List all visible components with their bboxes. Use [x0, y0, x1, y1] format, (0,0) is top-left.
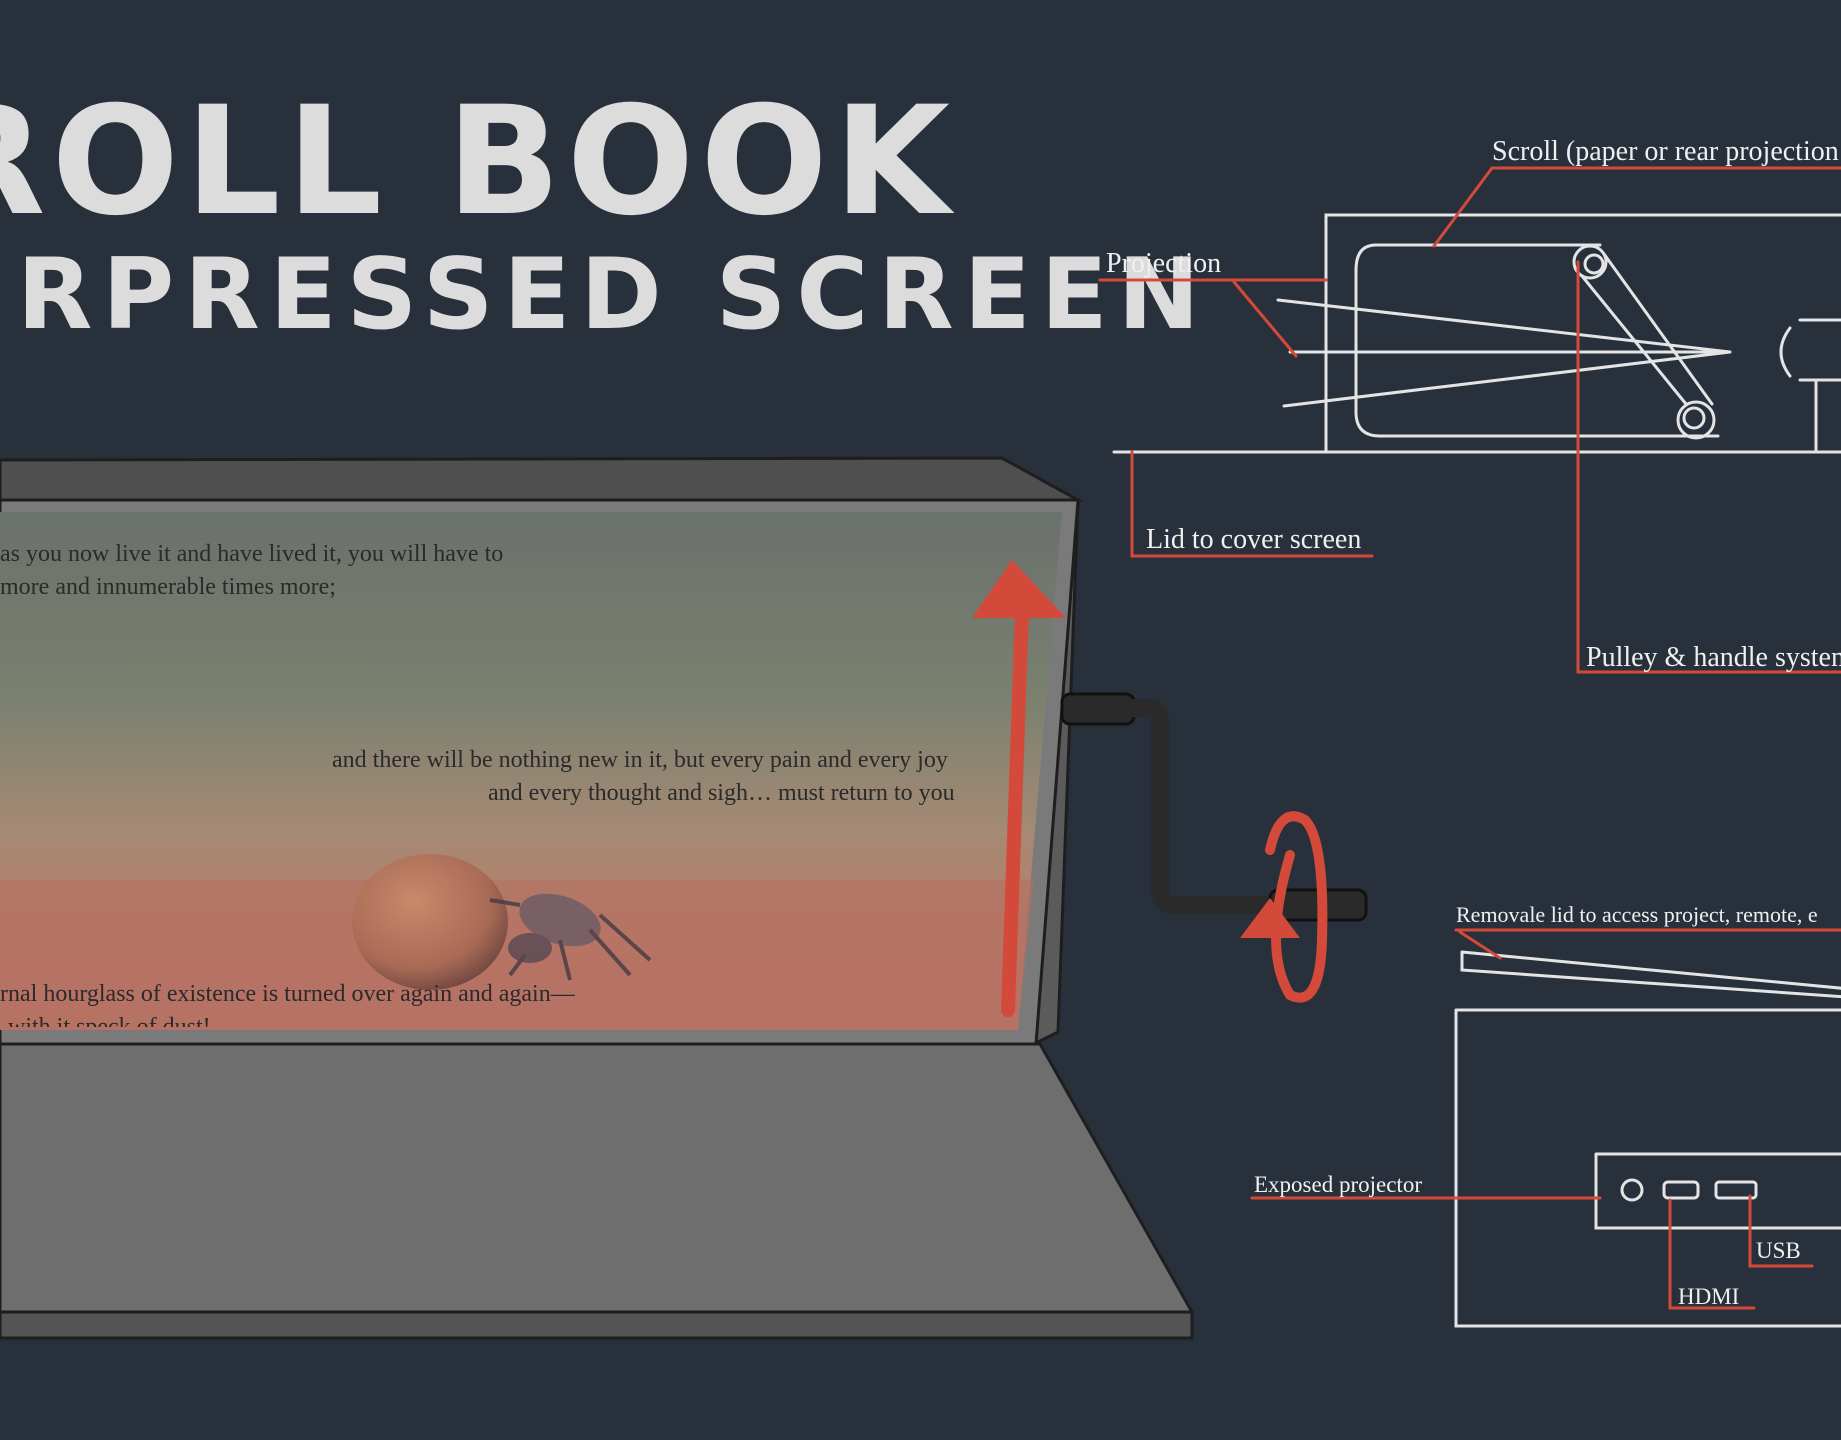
screen-quote-3-line-2: with it speck of dust! — [8, 1014, 211, 1027]
beetle — [489, 893, 652, 981]
lid-base-edge — [0, 1310, 1194, 1340]
screen-quote-3-line-1: rnal hourglass of existence is turned ov… — [0, 981, 575, 1007]
screen-quote-2-line-1: and there will be nothing new in it, but… — [332, 747, 948, 773]
leader-lines-top — [1098, 166, 1841, 674]
label-lid: Lid to cover screen — [1146, 524, 1362, 555]
screen-quote-1-line-2: more and innumerable times more; — [0, 574, 336, 600]
label-scroll: Scroll (paper or rear projection — [1492, 136, 1839, 167]
lid-base — [0, 1042, 1195, 1314]
rotation-arrow — [1240, 811, 1328, 1003]
screen-quote-2-line-2: and every thought and sigh… must return … — [488, 780, 955, 806]
label-pulley: Pulley & handle system — [1586, 642, 1841, 673]
screen-quote-1-line-1: as you now live it and have lived it, yo… — [0, 541, 504, 567]
dung-ball — [352, 854, 508, 990]
label-removable-lid: Removale lid to access project, remote, … — [1456, 902, 1818, 927]
box-top — [0, 456, 1084, 504]
bottom-schematic — [1454, 950, 1841, 1328]
label-exposed-projector: Exposed projector — [1254, 1172, 1422, 1197]
title-line-1: ROLL BOOK — [0, 75, 956, 249]
side-schematic — [1112, 213, 1841, 454]
label-projection: Projection — [1106, 248, 1222, 279]
scroll-direction-arrow — [972, 560, 1066, 1017]
label-hdmi: HDMI — [1678, 1284, 1740, 1309]
leader-lines-bottom — [1250, 928, 1841, 1310]
title-line-2: ERPRESSED SCREEN — [0, 238, 1210, 352]
label-usb: USB — [1756, 1238, 1801, 1263]
